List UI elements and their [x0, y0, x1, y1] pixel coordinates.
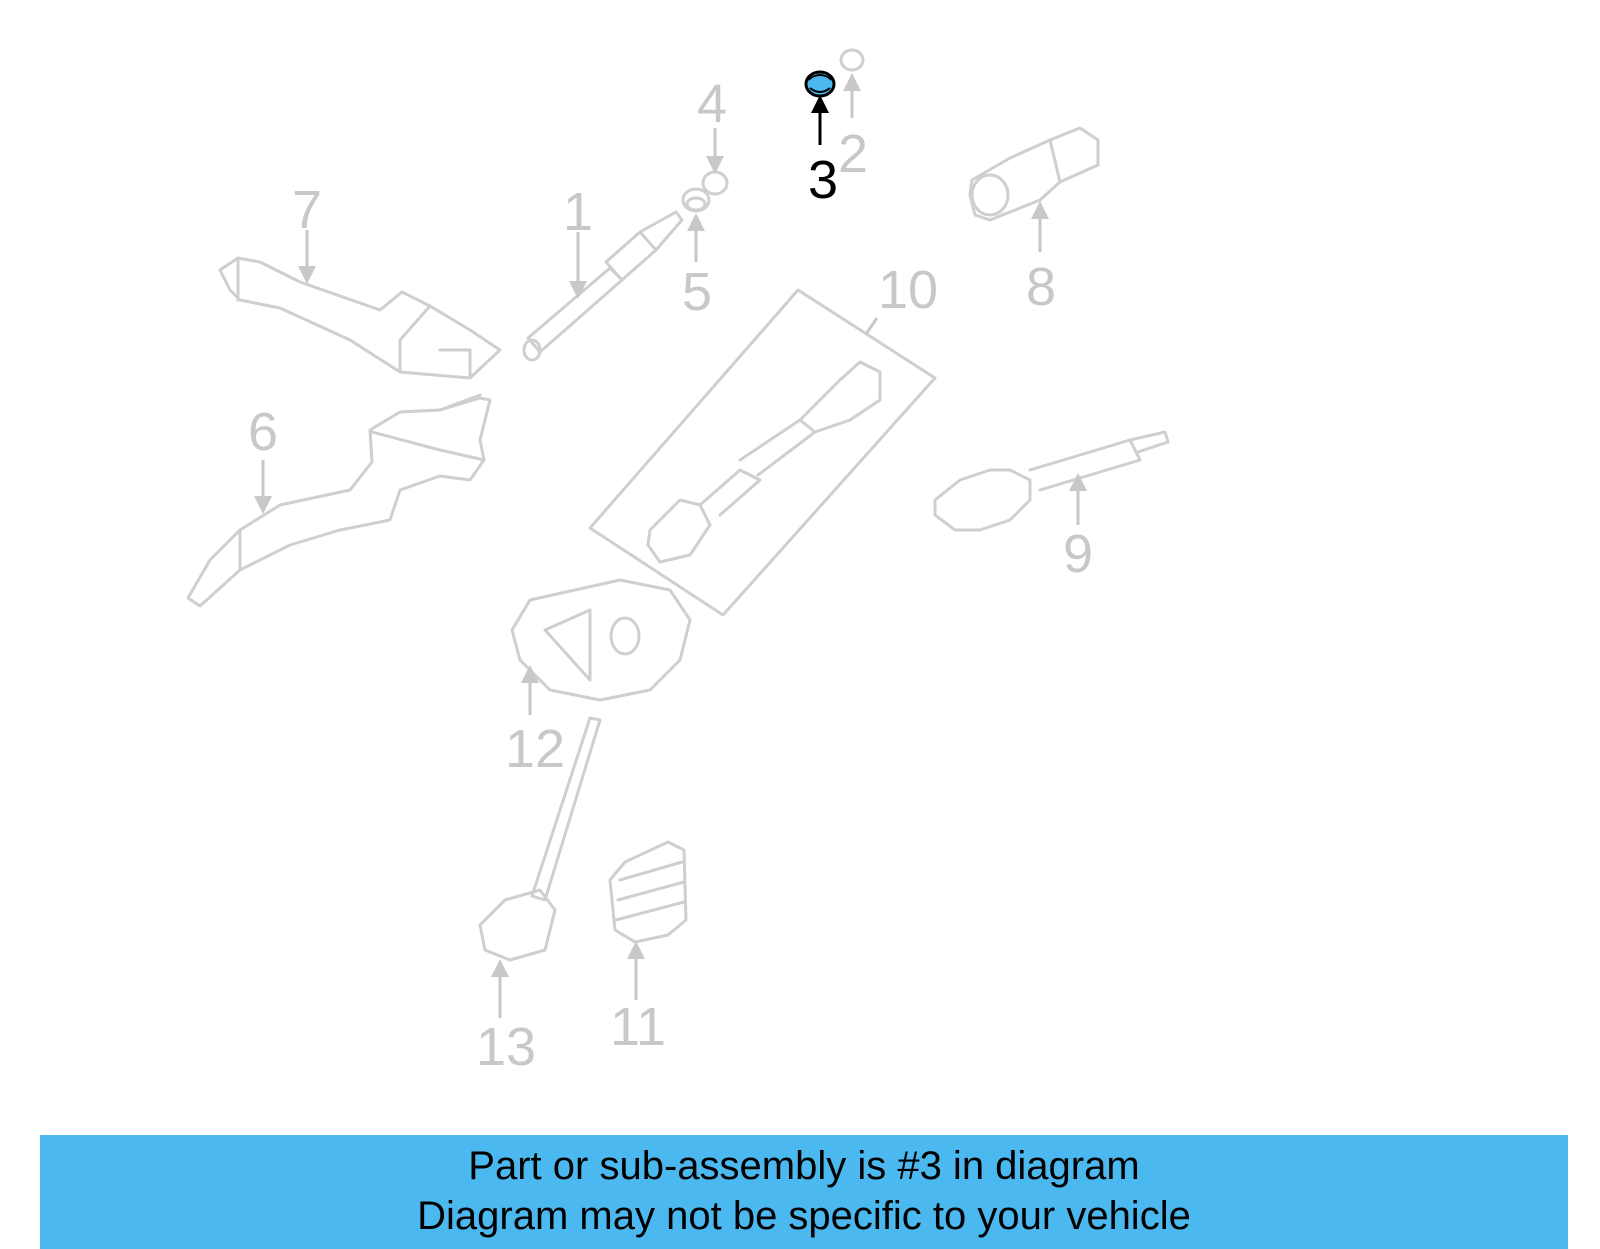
part-8-joint[interactable]	[968, 126, 1100, 222]
leader-10	[864, 317, 879, 335]
callout-8: 8	[1026, 257, 1056, 317]
callout-1: 1	[563, 182, 593, 242]
part-9-shaft[interactable]	[933, 430, 1170, 532]
banner-line-disclaimer: Diagram may not be specific to your vehi…	[417, 1194, 1191, 1238]
banner-line-part: Part or sub-assembly is #3 in diagram	[468, 1144, 1140, 1188]
callout-13: 13	[476, 1017, 536, 1077]
callout-5: 5	[682, 262, 712, 322]
info-banner: Part or sub-assembly is #3 in diagram Di…	[40, 1135, 1568, 1249]
part-3-nut[interactable]	[804, 70, 836, 98]
part-4-cap[interactable]	[701, 170, 729, 196]
callout-9: 9	[1063, 524, 1093, 584]
part-12-plate[interactable]	[510, 578, 692, 702]
callout-2: 2	[838, 124, 868, 184]
part-7-bracket[interactable]	[218, 256, 502, 380]
part-10-assembly[interactable]	[588, 288, 937, 617]
callout-6: 6	[248, 402, 278, 462]
callout-3: 3	[808, 150, 838, 210]
part-6-bracket[interactable]	[186, 393, 492, 608]
callout-10: 10	[878, 260, 938, 320]
callout-7: 7	[292, 180, 322, 240]
part-5-bushing[interactable]	[681, 187, 711, 213]
part-2-cap[interactable]	[839, 48, 865, 72]
callout-12: 12	[505, 719, 565, 779]
part-1-shaft[interactable]	[522, 210, 684, 362]
callout-4: 4	[697, 74, 727, 134]
part-13-shaft[interactable]	[478, 716, 602, 962]
callout-11: 11	[610, 997, 666, 1057]
part-11-boot[interactable]	[608, 840, 688, 944]
